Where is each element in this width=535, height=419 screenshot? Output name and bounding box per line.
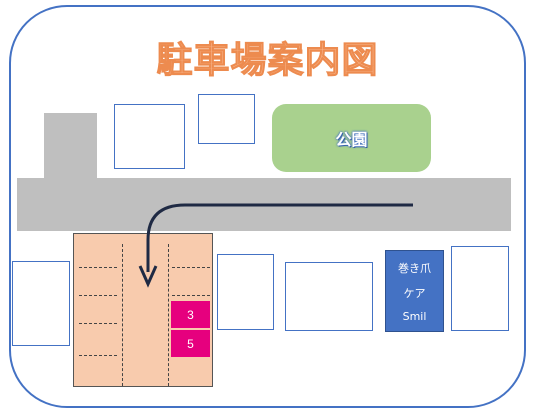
stall-line	[79, 323, 117, 324]
park-label: 公園	[335, 130, 368, 149]
map-title: 駐車場案内図	[156, 40, 379, 82]
parking-spot-label: 3	[187, 307, 194, 322]
building-bottom-2	[217, 254, 274, 330]
route-arrow-path	[146, 203, 413, 272]
building-bottom-3	[285, 262, 373, 331]
lane-line-right	[168, 244, 169, 386]
gray-building	[44, 113, 97, 180]
parking-spot-label: 5	[187, 336, 194, 351]
parking-spot-5: 5	[171, 330, 210, 357]
map-frame	[9, 5, 526, 408]
stall-line	[79, 295, 117, 296]
building-top-2	[198, 94, 255, 144]
park: 公園	[272, 104, 431, 172]
stall-line	[79, 267, 117, 268]
salon-line-3: Smil	[402, 309, 427, 323]
route-arrow-head	[138, 265, 158, 288]
salon-line-2: ケア	[403, 286, 426, 300]
salon-building: 巻き爪 ケア Smil	[385, 250, 444, 332]
stall-line	[172, 295, 210, 296]
parking-spot-3: 3	[171, 301, 210, 328]
lane-line-left	[122, 244, 123, 386]
building-top-1	[114, 104, 185, 169]
stall-line	[79, 355, 117, 356]
building-bottom-4	[451, 246, 509, 331]
salon-line-1: 巻き爪	[398, 261, 431, 275]
stall-line	[172, 267, 210, 268]
building-bottom-1	[12, 261, 70, 346]
